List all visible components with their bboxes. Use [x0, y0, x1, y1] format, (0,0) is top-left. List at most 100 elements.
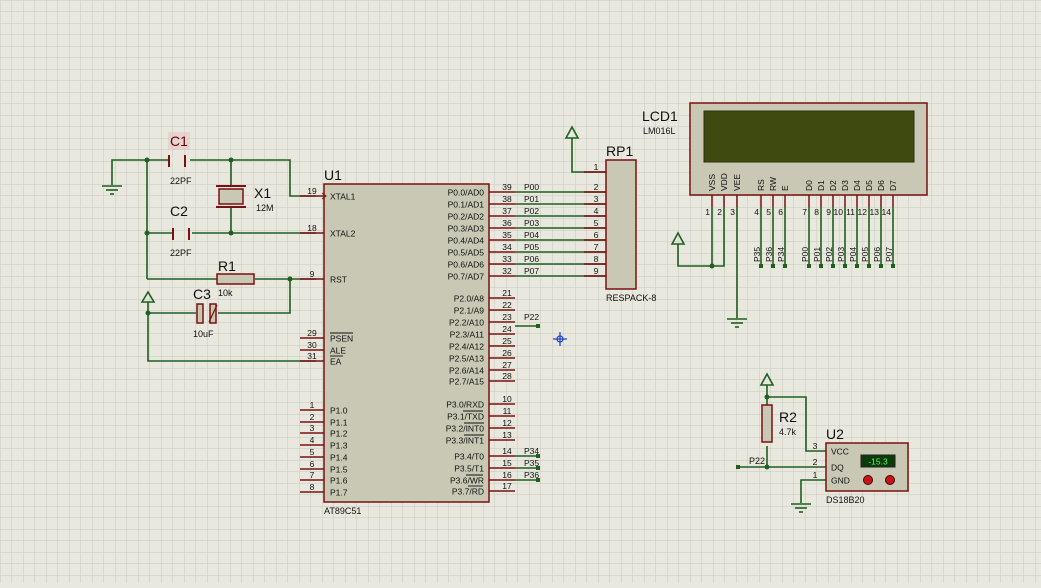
pin-number: 8	[594, 254, 599, 264]
pin-number: 7	[310, 470, 315, 480]
temp-decrease-button[interactable]	[863, 475, 873, 485]
net-label: P36	[764, 247, 774, 262]
net-label: P07	[884, 247, 894, 262]
pin-name: P2.7/A15	[449, 377, 484, 387]
pin-number: 35	[502, 230, 512, 240]
temperature-value: -15.3	[868, 457, 888, 467]
crystal-x1[interactable]: X1 12M	[216, 185, 274, 213]
net-label: P00	[800, 247, 810, 262]
pin-number: 33	[502, 254, 512, 264]
pin-name: P3.3/INT1	[446, 436, 485, 446]
power-symbol	[564, 125, 580, 139]
u1-left-pins: 19XTAL118XTAL29RST29PSEN30ALE31EA1P1.02P…	[300, 186, 356, 498]
pin-number: 12	[858, 207, 868, 217]
net-label: P34	[524, 446, 539, 456]
net-label: P04	[848, 247, 858, 262]
pin-number: 1	[594, 162, 599, 172]
pin-number: 38	[502, 194, 512, 204]
temperature-readout	[860, 454, 896, 468]
pin-number: 10	[834, 207, 844, 217]
resistor-r1[interactable]: R1 10k	[216, 258, 255, 298]
pin-name: XTAL1	[330, 192, 356, 202]
pin-number: 34	[502, 242, 512, 252]
lcd1-part: LM016L	[643, 126, 676, 136]
c1-value: 22PF	[170, 176, 192, 186]
lcd1-ref: LCD1	[642, 108, 678, 124]
pin-number: 4	[594, 206, 599, 216]
probe-crosshair-icon[interactable]	[553, 332, 567, 346]
net-label: P02	[524, 206, 539, 216]
microcontroller-u1[interactable]: U1 AT89C51 19XTAL118XTAL29RST29PSEN30ALE…	[300, 167, 539, 516]
pin-name: P1.4	[330, 453, 348, 463]
pin-name: P0.5/AD5	[448, 248, 485, 258]
pin-name: P1.2	[330, 429, 348, 439]
pin-number: 28	[502, 371, 512, 381]
pin-name: D7	[888, 180, 898, 191]
net-label: P01	[812, 247, 822, 262]
pin-name: P3.7/RD	[452, 487, 484, 497]
pin-name: P0.2/AD2	[448, 212, 485, 222]
pin-name: GND	[831, 476, 850, 486]
net-label: P36	[524, 470, 539, 480]
clock-pin-mark	[321, 192, 327, 200]
pin-name: P1.3	[330, 441, 348, 451]
net-label: P02	[824, 247, 834, 262]
pin-number: 6	[778, 207, 783, 217]
pin-name: D4	[852, 180, 862, 191]
pin-number: 3	[594, 194, 599, 204]
pin-number: 4	[754, 207, 759, 217]
pin-name: VCC	[831, 447, 849, 457]
pin-number: 1	[813, 470, 818, 480]
pin-number: 39	[502, 182, 512, 192]
resistor-r2[interactable]: R2 4.7k	[761, 404, 797, 443]
u1-ref: U1	[324, 167, 342, 183]
pin-name: P1.1	[330, 418, 348, 428]
junctions	[144, 157, 895, 482]
rp1-part: RESPACK-8	[606, 293, 656, 303]
u2-ref: U2	[826, 426, 844, 442]
pin-name: P3.0/RXD	[446, 400, 484, 410]
pin-number: 7	[802, 207, 807, 217]
pin-number: 9	[594, 266, 599, 276]
power-symbol	[140, 290, 156, 303]
net-label: P03	[836, 247, 846, 262]
pin-name: P1.7	[330, 488, 348, 498]
u2-part: DS18B20	[826, 495, 865, 505]
x1-value: 12M	[256, 203, 274, 213]
pin-name: P0.7/AD7	[448, 272, 485, 282]
pin-name: PSEN	[330, 334, 353, 344]
pin-name: DQ	[831, 463, 844, 473]
power-symbol	[670, 231, 686, 245]
pin-number: 37	[502, 206, 512, 216]
pin-number: 12	[502, 418, 512, 428]
r2-value: 4.7k	[779, 427, 797, 437]
pin-name: P0.6/AD6	[448, 260, 485, 270]
pin-number: 3	[813, 441, 818, 451]
capacitor-c1[interactable]: C1 22PF	[168, 132, 192, 186]
pin-number: 2	[594, 182, 599, 192]
pin-number: 22	[502, 300, 512, 310]
lcd-display-lcd1[interactable]: LCD1 LM016L 1VSS2VDD3VEE4RSP355RWP366EP3…	[642, 102, 928, 262]
temp-increase-button[interactable]	[885, 475, 895, 485]
pin-number: 7	[594, 242, 599, 252]
pin-number: 1	[310, 400, 315, 410]
pin-number: 17	[502, 481, 512, 491]
lcd-bus-wires	[760, 207, 894, 266]
c2-value: 22PF	[170, 248, 192, 258]
pin-number: 6	[310, 459, 315, 469]
capacitor-c3[interactable]: C3 10uF	[193, 286, 218, 339]
pin-name: P1.6	[330, 476, 348, 486]
ground-symbol	[102, 185, 122, 195]
capacitor-c2[interactable]: C2 22PF	[170, 203, 192, 258]
c2-ref: C2	[170, 203, 188, 219]
pin-name: RST	[330, 275, 347, 285]
pin-name: P0.0/AD0	[448, 188, 485, 198]
pin-number: 11	[503, 406, 512, 416]
pin-number: 2	[310, 412, 315, 422]
pin-name: RW	[768, 177, 778, 191]
pin-number: 9	[826, 207, 831, 217]
pin-number: 19	[307, 186, 317, 196]
